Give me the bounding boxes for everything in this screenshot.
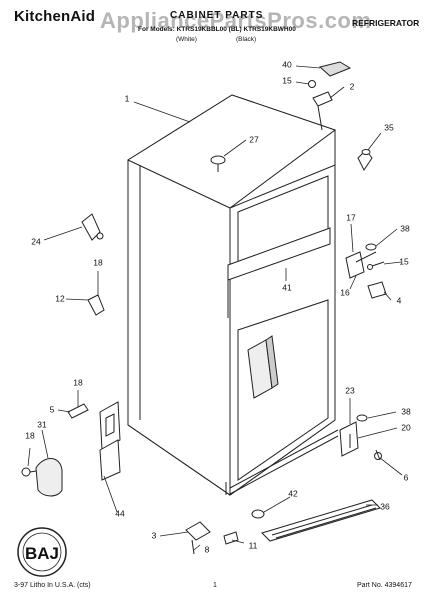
callout-18-mid: 18 [73,377,83,388]
washer-38-lower [356,414,368,422]
callout-20: 20 [401,422,411,433]
color-black-label: (Black) [236,36,257,43]
callout-18-top: 18 [93,257,103,268]
callout-38-lower: 38 [401,406,411,417]
callout-44: 44 [115,508,125,519]
door-closer [81,213,104,241]
callout-23: 23 [345,385,355,396]
leveling-leg-6 [374,449,382,461]
callout-38-top: 38 [400,223,410,234]
top-cover [318,61,352,77]
callout-40: 40 [282,59,292,70]
callout-12: 12 [55,293,65,304]
leader-lines [27,65,403,551]
screw-5 [67,403,89,419]
screw-11 [223,531,239,545]
callout-27: 27 [249,134,259,145]
callout-15-top: 15 [282,75,292,86]
callout-41: 41 [282,282,292,293]
callout-3: 3 [151,530,157,541]
bottom-hinge [339,421,359,457]
screw-4 [367,281,387,299]
callout-2: 2 [349,81,355,92]
center-hinge-left [99,401,121,451]
callout-5: 5 [49,404,55,415]
hinge-pin-3 [185,521,211,555]
callout-24: 24 [31,236,41,247]
leveling-leg-cover [35,458,63,497]
footer-part-number: Part No. 4394617 [357,582,412,589]
watermark: AppliancePartsPros.com [100,8,372,33]
callout-15-mid: 15 [399,256,409,267]
door-stop [357,149,373,171]
service-logo-text: BAJ [25,544,59,563]
cam [87,294,105,316]
callout-6: 6 [403,472,409,483]
callout-11: 11 [248,540,258,551]
color-white-label: (White) [176,36,197,43]
callout-8: 8 [204,544,210,555]
grommet [210,155,226,172]
bumper-42 [251,509,265,519]
callout-31: 31 [37,419,47,430]
callout-36: 36 [380,501,390,512]
screw-15 [367,261,385,270]
model-numbers: For Models: KTRS19KBBL00 (BL) KTRS19KBWH… [138,26,296,33]
cabinet-shell [126,94,339,496]
callout-1: 1 [124,93,130,104]
footer-litho: 3-97 Litho In U.S.A. (cts) [14,582,91,589]
callout-18-lower: 18 [25,430,35,441]
center-hinge-right [345,251,377,279]
footer-page-number: 1 [213,582,217,589]
service-logo: BAJ [17,527,67,577]
brand-logo-text: KitchenAid [14,8,96,25]
bracket [99,439,121,481]
callout-4: 4 [396,295,402,306]
grille [261,499,381,542]
callout-35: 35 [384,122,394,133]
callout-17: 17 [346,212,356,223]
document-title: CABINET PARTS [170,10,264,21]
callout-16: 16 [340,287,350,298]
appliance-category: REFRIGERATOR [352,18,420,28]
callout-42: 42 [288,488,298,499]
washer-38 [365,243,377,251]
